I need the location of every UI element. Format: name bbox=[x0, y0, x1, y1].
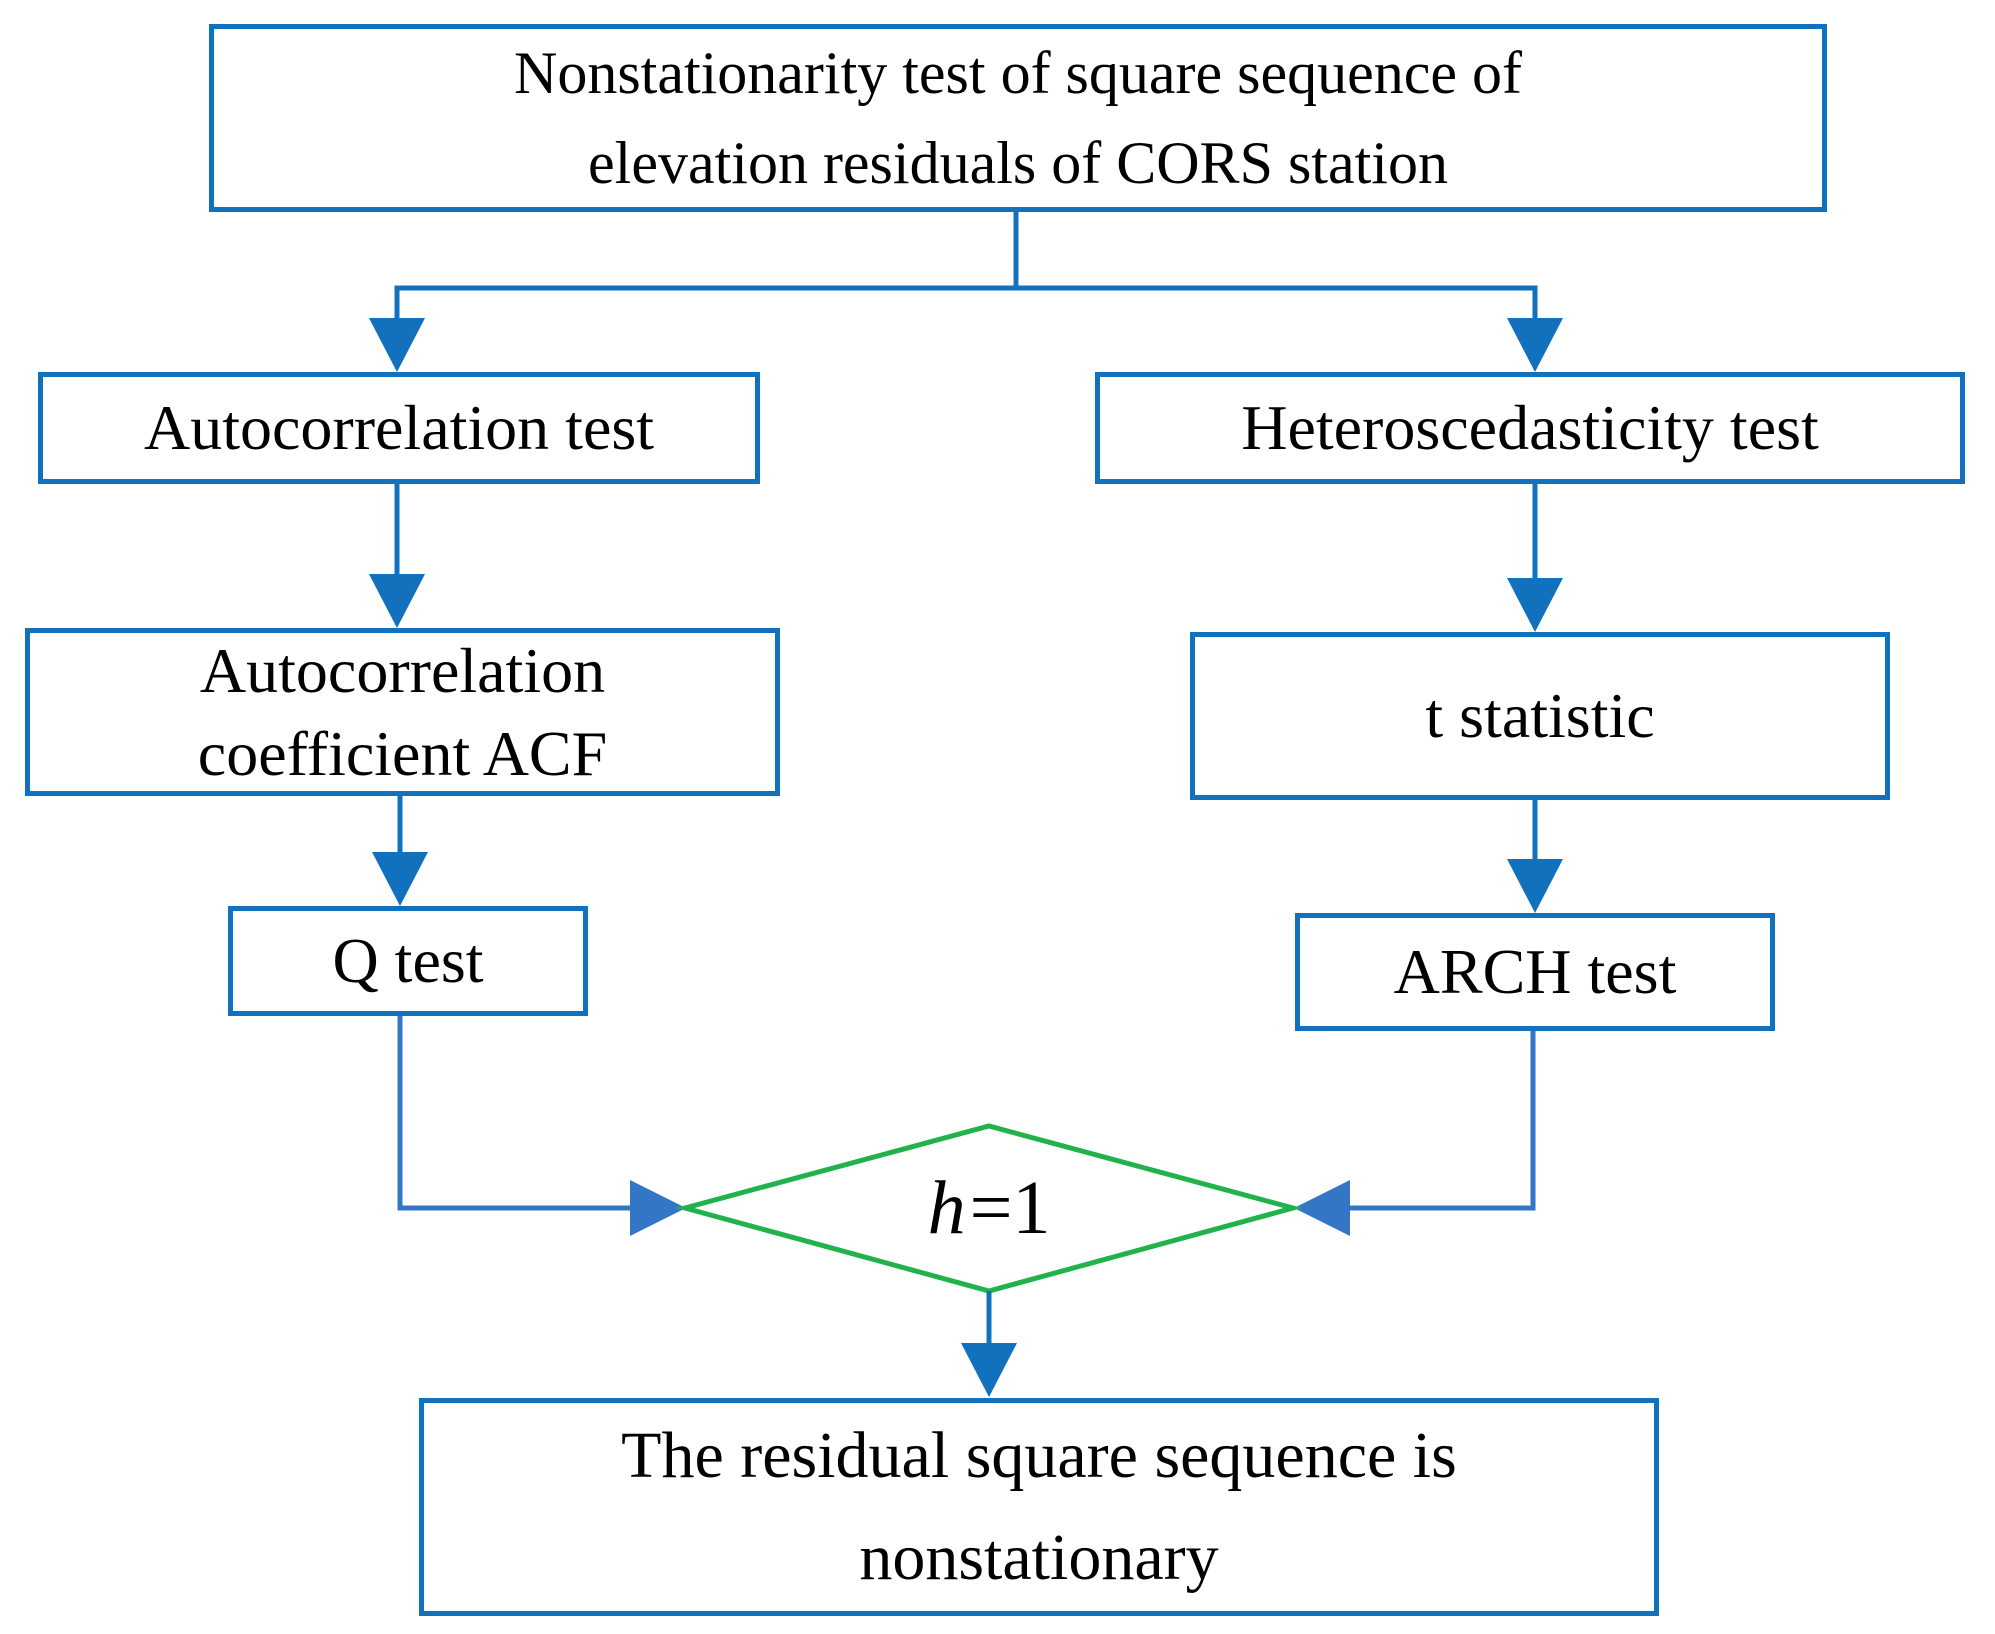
arrowhead-right-icon bbox=[630, 1180, 686, 1236]
start-node-line2: elevation residuals of CORS station bbox=[588, 130, 1448, 196]
heteroscedasticity-test-node: Heteroscedasticity test bbox=[1095, 372, 1965, 484]
autocorrelation-test-node: Autocorrelation test bbox=[38, 372, 760, 484]
start-node: Nonstationarity test of square sequence … bbox=[209, 24, 1827, 212]
arrowhead-icon bbox=[1507, 578, 1563, 632]
arrowhead-to-heteroscedasticity bbox=[1507, 318, 1563, 372]
arrow-heteroscedasticity-to-tstatistic bbox=[1507, 484, 1563, 632]
arch-test-node: ARCH test bbox=[1295, 913, 1775, 1031]
arrowhead-icon bbox=[1507, 859, 1563, 913]
split-connector bbox=[369, 212, 1563, 372]
decision-comparison: =1 bbox=[969, 1166, 1051, 1250]
heteroscedasticity-test-label: Heteroscedasticity test bbox=[1241, 392, 1819, 463]
result-line2: nonstationary bbox=[859, 1521, 1219, 1594]
t-statistic-label: t statistic bbox=[1425, 680, 1655, 751]
arrow-tstatistic-to-archtest bbox=[1507, 800, 1563, 913]
start-node-line1: Nonstationarity test of square sequence … bbox=[513, 40, 1523, 106]
arrowhead-icon bbox=[369, 574, 425, 628]
autocorrelation-test-label: Autocorrelation test bbox=[143, 392, 655, 463]
arrowhead-icon bbox=[961, 1343, 1017, 1397]
decision-diamond bbox=[675, 1123, 1303, 1294]
decision-label: h=1 bbox=[685, 1126, 1293, 1291]
arrowhead-left-icon bbox=[1294, 1180, 1350, 1236]
connector-archtest-to-decision bbox=[1294, 1031, 1536, 1236]
arch-test-label: ARCH test bbox=[1393, 936, 1677, 1007]
elbow-line bbox=[397, 1016, 632, 1211]
result-node: The residual square sequence is nonstati… bbox=[419, 1398, 1659, 1616]
connector-qtest-to-decision bbox=[397, 1016, 686, 1236]
acf-line2: coefficient ACF bbox=[197, 718, 608, 789]
arrowhead-to-autocorrelation bbox=[369, 318, 425, 372]
arrow-autocorrelation-to-acf bbox=[369, 484, 425, 628]
arrow-acf-to-qtest bbox=[372, 796, 428, 906]
t-statistic-node: t statistic bbox=[1190, 632, 1890, 800]
acf-line1: Autocorrelation bbox=[199, 634, 606, 706]
q-test-label: Q test bbox=[332, 925, 484, 996]
elbow-line bbox=[1348, 1031, 1536, 1211]
arrowhead-icon bbox=[372, 852, 428, 906]
decision-variable: h bbox=[927, 1166, 966, 1250]
q-test-node: Q test bbox=[228, 906, 588, 1016]
acf-node: Autocorrelation coefficient ACF bbox=[25, 628, 780, 796]
result-line1: The residual square sequence is bbox=[621, 1418, 1457, 1492]
arrow-decision-to-result bbox=[961, 1291, 1017, 1397]
